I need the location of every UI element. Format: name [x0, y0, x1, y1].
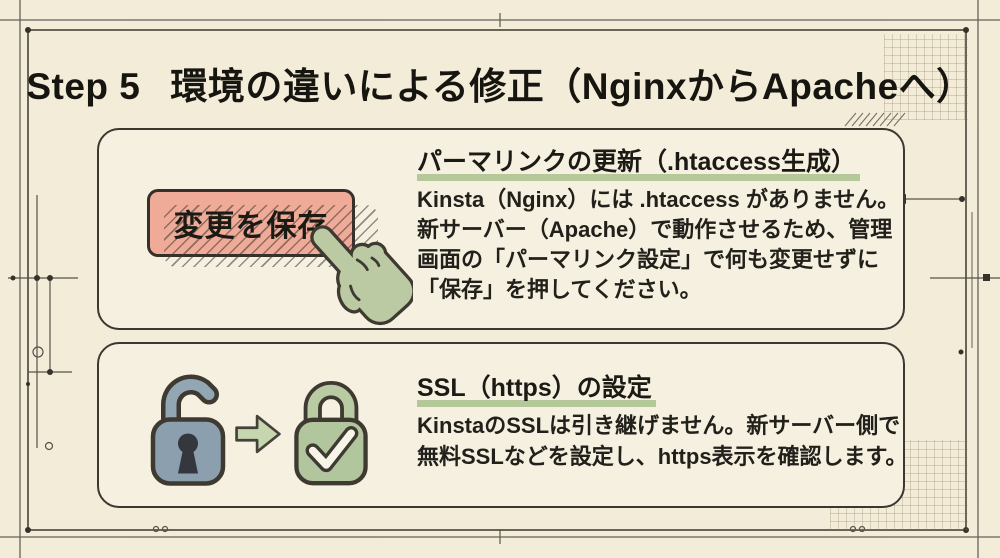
ssl-card-body: KinstaのSSLは引き継げません。新サーバー側で 無料SSLなどを設定し、h…	[417, 410, 907, 472]
locked-padlock-check-icon	[294, 381, 368, 486]
arrow-right-icon	[235, 414, 281, 454]
body-line: 「保存」を押してください。	[417, 277, 702, 302]
body-line: 画面の「パーマリンク設定」で何も変更せずに	[417, 247, 880, 272]
permalink-card-heading-text: パーマリンクの更新（.htaccess生成）	[417, 148, 860, 181]
permalink-card-body: Kinsta（Nginx）には .htaccess がありません。 新サーバー（…	[417, 185, 899, 305]
permalink-card-heading: パーマリンクの更新（.htaccess生成）	[417, 142, 860, 181]
unlocked-padlock-icon	[150, 374, 226, 486]
ssl-card-heading: SSL（https）の設定	[417, 368, 656, 407]
body-line: 無料SSLなどを設定し、https表示を確認します。	[417, 444, 908, 469]
body-line: 新サーバー（Apache）で動作させるため、管理	[417, 217, 893, 242]
permalink-card: 変更を保存	[97, 128, 905, 330]
body-line: Kinsta（Nginx）には .htaccess がありません。	[417, 187, 900, 212]
step-label: Step 5	[26, 66, 141, 107]
save-changes-button-label: 変更を保存	[173, 210, 329, 243]
hand-cursor-icon	[310, 225, 413, 326]
slide-title: Step 5 環境の違いによる修正（NginxからApacheへ）	[0, 56, 1000, 110]
body-line: KinstaのSSLは引き継げません。新サーバー側で	[417, 413, 901, 438]
title-text: 環境の違いによる修正（NginxからApacheへ）	[170, 66, 974, 107]
ssl-card-heading-text: SSL（https）の設定	[417, 374, 656, 407]
ssl-card: SSL（https）の設定 KinstaのSSLは引き継げません。新サーバー側で…	[97, 342, 907, 508]
